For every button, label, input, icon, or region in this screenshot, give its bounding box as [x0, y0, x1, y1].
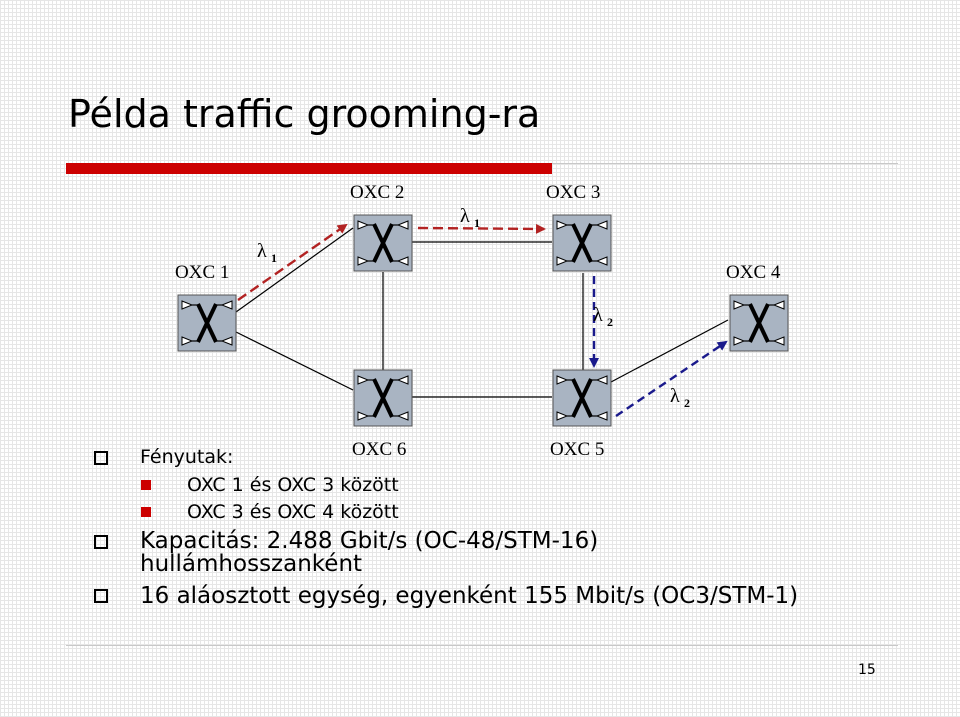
sub-bullet-icon — [141, 507, 151, 517]
link-oxc5-oxc4 — [610, 319, 729, 383]
bullet-square-icon — [94, 589, 108, 603]
svg-text:λ: λ — [593, 304, 603, 326]
footer-rule — [66, 645, 898, 646]
oxc2-label: OXC 2 — [350, 182, 404, 203]
oxc5-label: OXC 5 — [550, 439, 604, 460]
lambda1-top-label: λ 1 — [460, 205, 480, 230]
oxc6-label: OXC 6 — [352, 439, 406, 460]
lambda2-right-label: λ 2 — [670, 385, 690, 410]
link-oxc1-oxc2 — [235, 227, 354, 313]
bullet-lightpaths: Fényutak: — [140, 446, 234, 468]
oxc4-label: OXC 4 — [726, 262, 781, 283]
link-oxc1-oxc6 — [235, 331, 354, 391]
sub-bullet-oxc1-oxc3: OXC 1 és OXC 3 között — [187, 474, 399, 496]
oxc3-label: OXC 3 — [546, 182, 600, 203]
bullet-square-icon — [94, 451, 108, 465]
bullet-capacity-cont: hullámhosszanként — [140, 551, 363, 577]
title-accent-bar — [66, 163, 552, 174]
sub-bullet-icon — [141, 480, 151, 490]
slide-title: Példa traffic grooming-ra — [68, 92, 541, 136]
lambda2-mid-label: λ 2 — [593, 304, 613, 329]
bullet-square-icon — [94, 535, 108, 549]
bullet-subunits: 16 aláosztott egység, egyenként 155 Mbit… — [140, 583, 799, 609]
sub-bullet-oxc3-oxc4: OXC 3 és OXC 4 között — [187, 501, 399, 523]
svg-text:1: 1 — [474, 216, 480, 230]
lightpath-1 — [237, 223, 546, 301]
svg-text:λ: λ — [257, 240, 267, 262]
svg-text:2: 2 — [607, 315, 613, 329]
page-number: 15 — [858, 662, 876, 678]
svg-text:λ: λ — [670, 385, 680, 407]
svg-text:1: 1 — [271, 251, 277, 265]
bullet-capacity: Kapacitás: 2.488 Gbit/s (OC-48/STM-16) — [140, 528, 599, 554]
fiber-links — [235, 227, 729, 398]
lambda1-left-label: λ 1 — [257, 240, 277, 265]
lightpath-2 — [589, 276, 728, 417]
svg-text:λ: λ — [460, 205, 470, 227]
oxc1-label: OXC 1 — [175, 262, 229, 283]
title-rule — [552, 163, 898, 164]
svg-text:2: 2 — [684, 396, 690, 410]
